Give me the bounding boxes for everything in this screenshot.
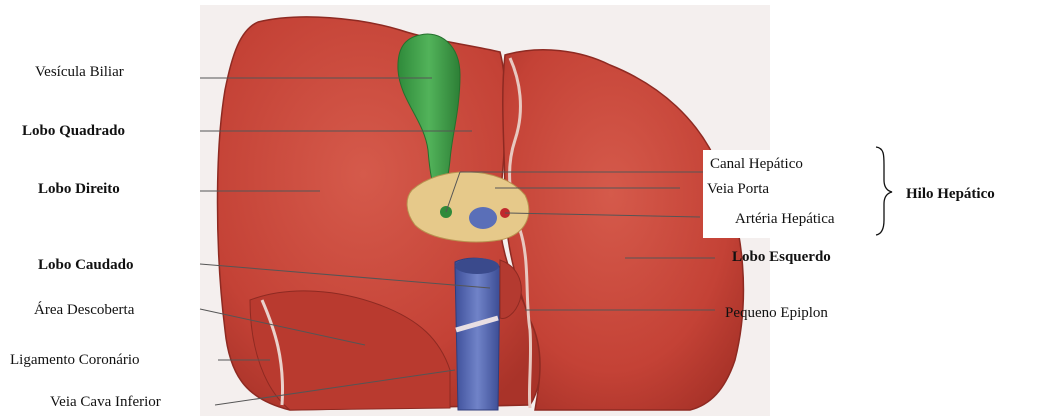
label-ligamento-coronario: Ligamento Coronário (10, 351, 140, 369)
label-area-descoberta: Área Descoberta (34, 301, 134, 319)
hepatic-hilum (407, 172, 529, 242)
portal-vein-vessel (469, 207, 497, 229)
hilum-brace (876, 147, 892, 235)
label-lobo-caudado: Lobo Caudado (38, 256, 133, 274)
label-hilo-hepatico: Hilo Hepático (906, 185, 995, 203)
label-vesicula-biliar: Vesícula Biliar (35, 63, 124, 81)
label-lobo-esquerdo: Lobo Esquerdo (732, 248, 831, 266)
label-pequeno-epiplon: Pequeno Epiplon (725, 304, 828, 322)
ivc-opening (455, 258, 499, 274)
inferior-vena-cava (455, 258, 500, 410)
label-arteria-hepatica: Artéria Hepática (735, 210, 835, 228)
label-veia-cava-inferior: Veia Cava Inferior (50, 393, 161, 411)
label-veia-porta: Veia Porta (707, 180, 769, 198)
label-lobo-direito: Lobo Direito (38, 180, 120, 198)
label-canal-hepatico: Canal Hepático (710, 155, 803, 173)
label-lobo-quadrado: Lobo Quadrado (22, 122, 125, 140)
